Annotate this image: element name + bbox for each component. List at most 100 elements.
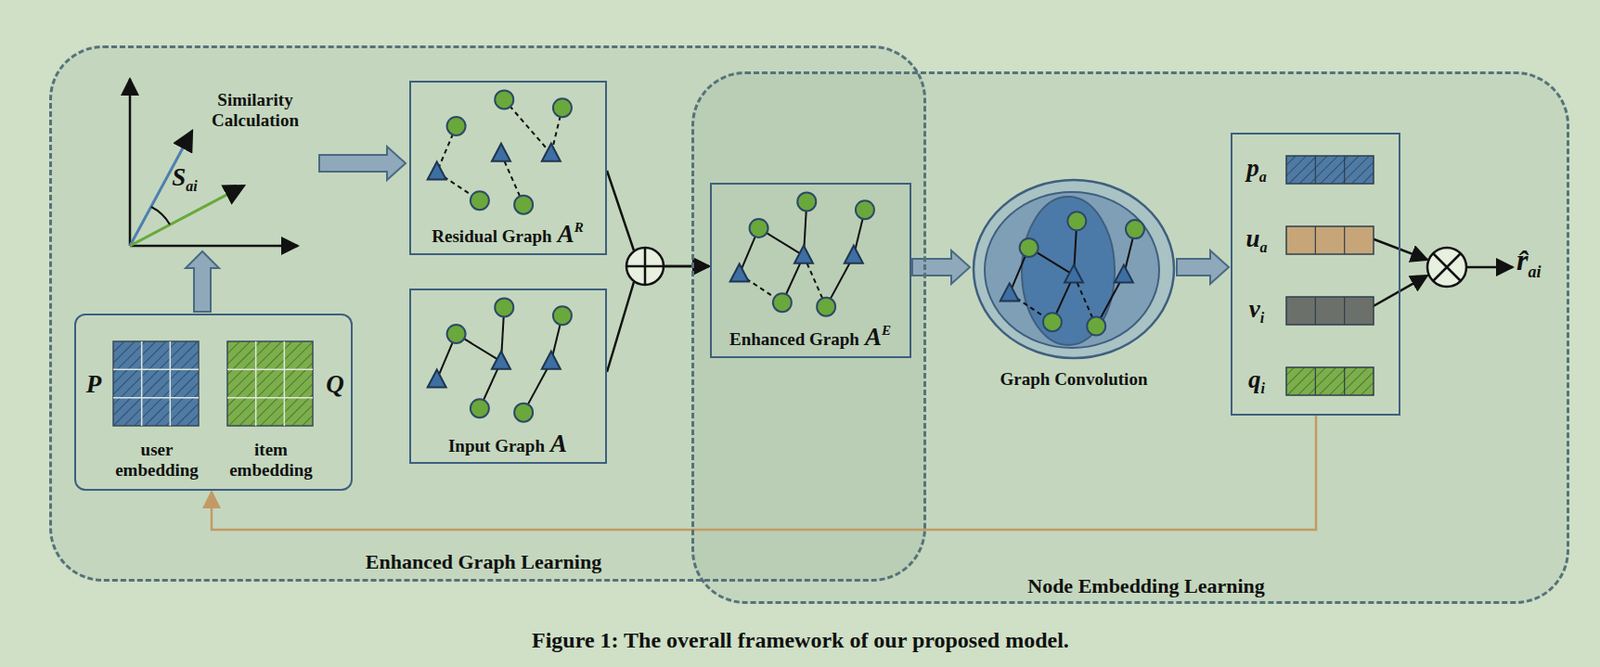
math-symbol: A xyxy=(864,322,882,351)
math-index: a xyxy=(1260,239,1268,256)
node-illustration xyxy=(971,178,1176,397)
user-node xyxy=(447,116,466,136)
art-stroke xyxy=(1343,296,1345,325)
conv-layer xyxy=(984,192,1160,349)
math-symbol: q xyxy=(1248,365,1262,394)
art-stroke xyxy=(1315,367,1317,396)
art-stroke xyxy=(169,341,172,426)
conv-layer xyxy=(1021,196,1115,346)
art-stroke xyxy=(1315,155,1317,184)
item-node xyxy=(427,161,447,180)
user-node xyxy=(494,90,514,109)
user-node xyxy=(470,191,490,210)
item-node xyxy=(541,143,561,162)
item-vector xyxy=(129,185,245,246)
text-label: user embedding xyxy=(115,439,199,480)
math-symbol: Q xyxy=(325,370,345,399)
text-row: pa xyxy=(1246,154,1267,186)
text-row: Graph Convolution xyxy=(1000,369,1149,390)
figure-caption: Figure 1: The overall framework of our p… xyxy=(531,628,1070,654)
graph-box: Enhanced GraphAE xyxy=(709,182,912,359)
user-node xyxy=(1086,317,1106,336)
text-label: Node Embedding Learning xyxy=(1027,574,1265,598)
axis xyxy=(129,245,298,248)
connector xyxy=(185,251,220,312)
item-node xyxy=(1114,265,1134,284)
user-node xyxy=(514,195,533,215)
user-node xyxy=(1067,211,1086,231)
math-index: i xyxy=(1260,309,1265,326)
art-stroke xyxy=(227,397,313,400)
embedding-vectors: pauaviqi xyxy=(1230,132,1401,416)
graph-edge xyxy=(503,99,552,154)
similarity-chart: Similarity CalculationSai xyxy=(114,73,314,250)
text-row: Similarity Calculation xyxy=(197,90,313,131)
connector xyxy=(912,250,970,284)
text-row: Q xyxy=(325,370,345,400)
math-symbol: v xyxy=(1249,295,1261,323)
embedding-vector xyxy=(1286,226,1374,255)
item-node xyxy=(491,143,511,162)
user-node xyxy=(855,200,875,220)
math-index: a xyxy=(1259,168,1267,185)
art-stroke xyxy=(1315,226,1317,255)
embedding-vector xyxy=(1286,296,1374,325)
graph-convolution: Graph Convolution xyxy=(971,178,1176,397)
dashed-region: Node Embedding Learning Enhanced GraphAE G… xyxy=(691,71,1570,605)
text-row: qi xyxy=(1248,365,1265,398)
graph-box: Input GraphA xyxy=(409,288,607,465)
item-node xyxy=(541,351,561,370)
embedding-vector xyxy=(1286,155,1374,184)
math-index: R xyxy=(574,219,584,235)
embedding-box: Puser embedding Qitem embedding xyxy=(74,313,353,491)
art-stroke xyxy=(283,341,286,426)
angle-arc xyxy=(151,206,170,225)
user-node xyxy=(1125,219,1145,239)
text-label: Similarity Calculation xyxy=(211,90,299,130)
graph-box: Residual GraphAR xyxy=(409,80,607,256)
text-row: ua xyxy=(1245,224,1267,257)
user-node xyxy=(1019,238,1039,258)
art-stroke xyxy=(1343,155,1345,184)
art-stroke xyxy=(141,341,143,426)
math-index: ai xyxy=(185,178,197,194)
math-symbol: P xyxy=(86,370,103,399)
text-label: Enhanced Graph xyxy=(729,329,860,349)
item-node xyxy=(491,351,511,370)
dashed-region: Enhanced Graph Learning Similarity Calcul… xyxy=(49,45,927,582)
user-node xyxy=(553,98,572,117)
text-label: item embedding xyxy=(229,439,313,480)
art-stroke xyxy=(1343,226,1345,255)
user-node xyxy=(470,399,490,418)
text-label: Graph Convolution xyxy=(1000,369,1149,389)
text-row: Residual GraphAR xyxy=(431,219,583,249)
text-row: P xyxy=(86,370,103,400)
user-node xyxy=(797,192,816,211)
math-index: ai xyxy=(1527,262,1541,282)
user-node xyxy=(816,297,836,317)
connector xyxy=(1176,250,1229,284)
region-fill xyxy=(691,71,1570,605)
item-node xyxy=(1000,283,1020,301)
text-label: Enhanced Graph Learning xyxy=(365,550,602,574)
output-label: r̂ai xyxy=(1516,243,1541,283)
conv-layer xyxy=(973,180,1175,359)
text-row: Enhanced GraphAE xyxy=(729,322,891,352)
embedding-matrix xyxy=(227,341,313,426)
text-row: item embedding xyxy=(219,439,323,481)
connector xyxy=(319,146,406,181)
art-stroke xyxy=(1315,296,1317,325)
sum-symbol xyxy=(626,247,664,285)
user-node xyxy=(553,306,572,325)
art-stroke xyxy=(227,369,313,372)
text-label: Residual Graph xyxy=(431,226,552,246)
embedding-vector xyxy=(1286,367,1374,396)
user-node xyxy=(773,293,792,312)
user-node xyxy=(1043,312,1062,332)
math-index: i xyxy=(1261,380,1265,397)
item-node xyxy=(844,245,864,264)
math-symbol: u xyxy=(1245,224,1260,253)
axis xyxy=(129,78,132,246)
art-stroke xyxy=(1343,367,1345,396)
art-stroke xyxy=(113,369,199,372)
